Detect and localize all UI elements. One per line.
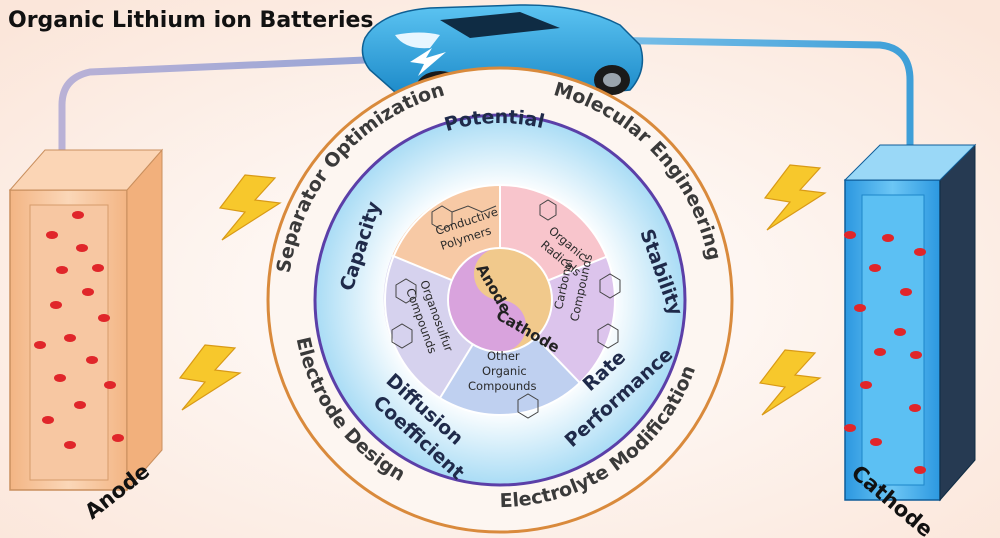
cathode-electrode <box>843 143 977 502</box>
cathode-wire <box>589 36 914 150</box>
cathode-ions <box>844 231 926 474</box>
other-organic-line1: Other <box>487 349 520 363</box>
diagram-title: Organic Lithium ion Batteries <box>8 8 374 33</box>
other-organic-line3: Compounds <box>468 379 536 393</box>
molecule-icon <box>391 199 621 419</box>
lightning-icon <box>218 174 282 241</box>
lightning-icon <box>763 164 827 231</box>
yin-yang-icon <box>447 247 553 353</box>
anode-ions <box>34 211 124 449</box>
lightning-icon <box>758 349 822 416</box>
other-organic-line2: Organic <box>482 364 527 378</box>
anode-electrode <box>8 148 164 492</box>
lightning-icon <box>178 344 242 411</box>
anode-wire <box>58 56 366 150</box>
